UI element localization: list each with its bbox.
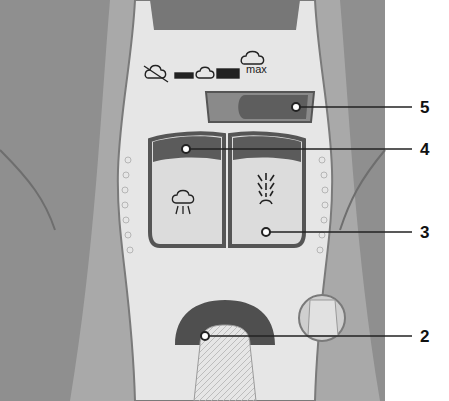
spray-symbol: [258, 173, 274, 204]
spray-button: [230, 133, 304, 246]
steam-scale: [144, 52, 264, 83]
steam-burst-button: [150, 133, 224, 246]
body-side-right: [340, 0, 385, 401]
body-side-left: [0, 0, 110, 401]
side-knob: [299, 295, 345, 341]
top-window: [150, 0, 300, 30]
steam-slider: [206, 92, 314, 122]
callout-number: 5: [418, 98, 431, 117]
callout-number: 3: [418, 223, 431, 242]
callout-number: 4: [418, 140, 431, 159]
iron-body: [0, 0, 385, 401]
callout-dots: [182, 103, 300, 340]
steam-burst-symbol: [172, 191, 193, 215]
handle: [118, 0, 332, 401]
symbol-text: max: [246, 64, 267, 75]
slider-knob: [238, 95, 308, 119]
leader-lines: [190, 107, 412, 336]
callout-number: 2: [418, 327, 431, 346]
